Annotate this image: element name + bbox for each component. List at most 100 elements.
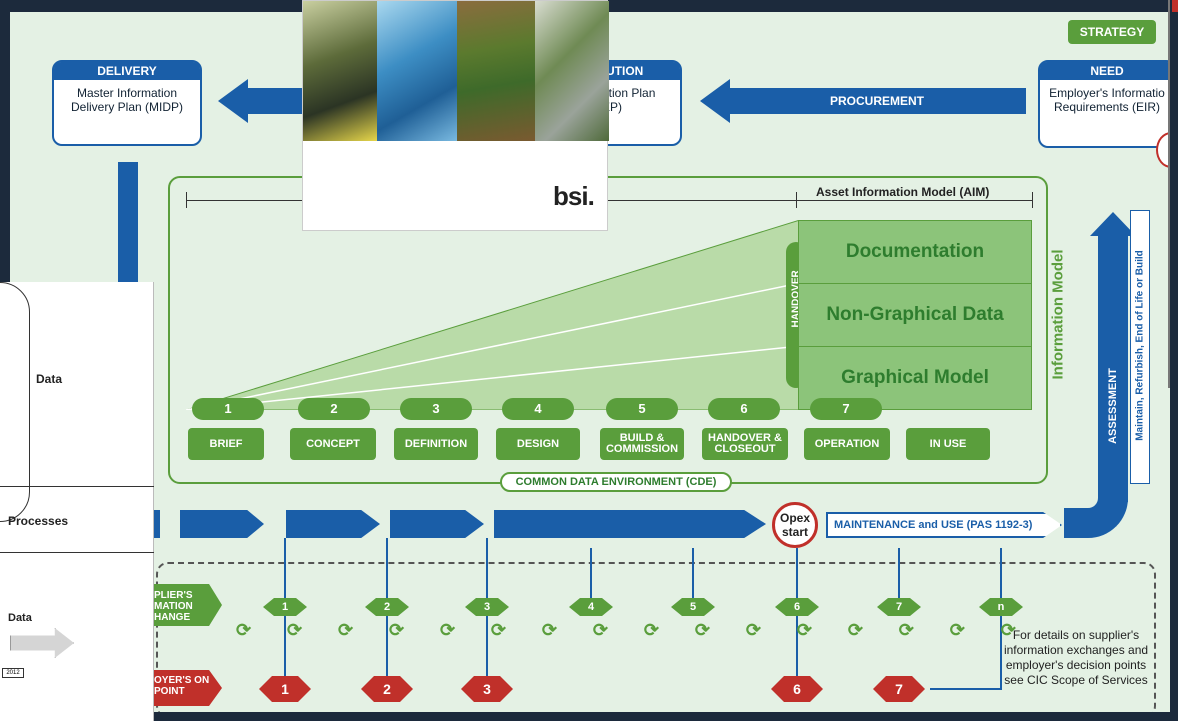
need-body: Employer's Informatio Requirements (EIR) [1049,86,1165,114]
maintain-label: Maintain, Refurbish, End of Life or Buil… [1134,250,1146,441]
cycle-icon: ⟳ [439,620,456,640]
stage-oval-4: 4 [502,398,574,420]
connector-n-hline [930,688,1002,690]
exchange-5: 5 [671,598,715,616]
bsi-cover: bsi. [302,0,609,231]
decision-6: 6 [771,676,823,702]
stage-handover: HANDOVER & CLOSEOUT [702,428,788,460]
stage-oval-5: 5 [606,398,678,420]
delivery-arrow-body [246,88,306,114]
connector-7 [898,548,900,598]
overlay-processes-label: Processes [8,514,69,528]
maintain-box [1130,210,1150,484]
process-arrow-3 [390,510,484,538]
cover-photo-landscape [457,1,535,141]
delivery-header: DELIVERY [54,62,200,80]
stage-concept: CONCEPT [290,428,376,460]
process-arrow-4 [494,510,766,538]
stage-oval-7: 7 [810,398,882,420]
stage-operation: OPERATION [804,428,890,460]
cycle-row: ⟳ ⟳ ⟳ ⟳ ⟳ ⟳ ⟳ ⟳ ⟳ ⟳ ⟳ ⟳ ⟳ ⟳ ⟳ ⟳ [236,620,1016,641]
opex-start-badge: Opex start [772,502,818,548]
cycle-icon: ⟳ [388,620,405,640]
connector-5 [692,548,694,598]
exchange-7: 7 [877,598,921,616]
stage-brief: BRIEF [188,428,264,460]
procurement-arrow-body: PROCUREMENT [728,88,1026,114]
assessment-bar [1098,232,1128,502]
overlay-line-top [0,486,154,487]
overlay-document: Data Processes Data 2012 [0,282,154,721]
stage-oval-6: 6 [708,398,780,420]
cycle-icon: ⟳ [541,620,557,640]
process-arrow-0 [150,510,160,538]
delivery-body: Master Information Delivery Plan (MIDP) [70,86,184,114]
assessment-label: ASSESSMENT [1107,368,1119,444]
overlay-small-box: 2012 [2,668,24,678]
cycle-icon: ⟳ [694,620,710,640]
stage-definition: DEFINITION [394,428,478,460]
aim-rows: Documentation Non-Graphical Data Graphic… [798,220,1032,410]
connector-6 [796,548,798,688]
aim-row-non-graphical: Non-Graphical Data [799,284,1031,347]
maintenance-arrow: MAINTENANCE and USE (PAS 1192-3) [826,512,1062,538]
stage-oval-1: 1 [192,398,264,420]
cycle-icon: ⟳ [796,620,812,640]
timeline-tick-right [1032,192,1033,208]
information-wedge [186,220,800,410]
cover-photo-glass [377,1,457,141]
cycle-icon: ⟳ [898,620,914,640]
cycle-icon: ⟳ [949,620,965,640]
exchange-n: n [979,598,1023,616]
exchange-2: 2 [365,598,409,616]
cycle-icon: ⟳ [592,620,608,640]
aim-label: Asset Information Model (AIM) [814,185,992,199]
overlay-grey-arrow [10,628,74,658]
cycle-icon: ⟳ [847,620,863,640]
left-down-bar [118,162,138,292]
stage-build: BUILD & COMMISSION [600,428,684,460]
cycle-icon: ⟳ [745,620,761,640]
exchange-1: 1 [263,598,307,616]
overlay-line-bottom [0,552,154,553]
decision-label: OYER'S ON POINT [150,670,222,706]
assessment-arrow-head [1090,212,1136,236]
timeline-tick-mid [796,192,797,208]
stage-in-use: IN USE [906,428,990,460]
cycle-icon: ⟳ [286,620,303,640]
cycle-icon: ⟳ [337,620,354,640]
delivery-arrow-head [218,79,248,123]
connector-4 [590,548,592,598]
stage-oval-2: 2 [298,398,370,420]
procurement-arrow-head [700,79,730,123]
stage-oval-3: 3 [400,398,472,420]
execution-header: UTION [592,62,680,80]
cycle-icon: ⟳ [490,620,507,640]
delivery-box: DELIVERY Master Information Delivery Pla… [52,60,202,146]
right-photo-frame [1168,0,1178,388]
exchange-6: 6 [775,598,819,616]
exchange-label: PLIER'S MATION HANGE [150,584,222,626]
exchange-4: 4 [569,598,613,616]
process-arrow-1 [180,510,264,538]
aim-row-documentation: Documentation [799,221,1031,284]
overlay-data-label: Data [36,372,63,386]
need-header: NEED [1040,62,1174,80]
cover-photo-train [303,1,377,141]
bottom-band [154,712,1178,721]
overlay-data2-label: Data [8,612,32,624]
right-photo-red [1172,0,1178,12]
cycle-icon: ⟳ [1000,620,1016,640]
details-note: For details on supplier's information ex… [1003,628,1149,687]
stage-design: DESIGN [496,428,580,460]
information-model-label: Information Model [1049,249,1067,380]
left-dark-area [0,0,10,285]
cde-label: COMMON DATA ENVIRONMENT (CDE) [500,472,732,492]
cycle-icon: ⟳ [643,620,659,640]
connector-n [1000,548,1002,688]
cover-photo-road [535,1,609,141]
timeline-line [186,200,1032,201]
process-arrow-2 [286,510,380,538]
bsi-logo: bsi. [553,181,595,211]
exchange-3: 3 [465,598,509,616]
